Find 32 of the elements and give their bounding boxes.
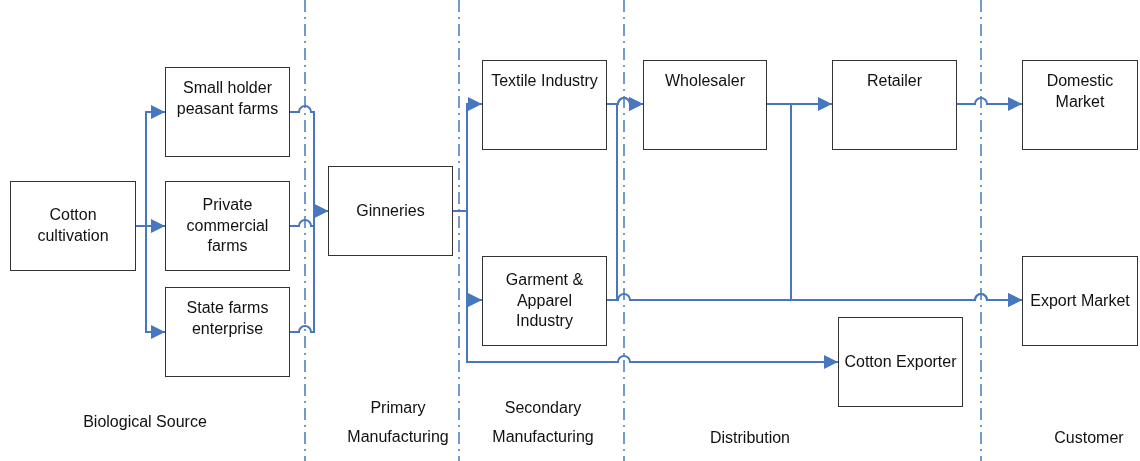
stage-label: Biological Source bbox=[82, 412, 208, 432]
process-box bbox=[165, 287, 290, 377]
box-label: Cotton cultivation bbox=[36, 205, 110, 246]
box-label: State farms enterprise bbox=[185, 298, 270, 339]
box-label: Export Market bbox=[1030, 290, 1130, 311]
box-label: Cotton Exporter bbox=[844, 351, 957, 372]
box-label: Retailer bbox=[866, 71, 923, 91]
process-box bbox=[10, 181, 136, 271]
box-label: Private commercial farms bbox=[185, 194, 270, 257]
process-box bbox=[1022, 60, 1138, 150]
process-box bbox=[482, 256, 607, 346]
box-label: Textile Industry bbox=[491, 71, 598, 91]
box-label: Ginneries bbox=[356, 200, 425, 221]
stage-label: Distribution bbox=[709, 428, 791, 448]
stage-label: Customer bbox=[1053, 428, 1125, 448]
arrow bbox=[135, 225, 166, 339]
process-box bbox=[165, 181, 290, 271]
arrow bbox=[956, 97, 1023, 111]
arrow bbox=[289, 204, 329, 333]
process-box bbox=[832, 60, 957, 150]
box-label: Wholesaler bbox=[665, 71, 745, 91]
process-box bbox=[165, 67, 290, 157]
process-box bbox=[482, 60, 607, 150]
process-box bbox=[1022, 256, 1138, 346]
process-box bbox=[328, 166, 453, 256]
box-label: Garment & Apparel Industry bbox=[504, 269, 585, 332]
box-label: Small holder peasant farms bbox=[175, 78, 280, 119]
process-box bbox=[838, 317, 963, 407]
process-box bbox=[643, 60, 767, 150]
stage-label: Secondary Manufacturing bbox=[491, 398, 595, 447]
stage-label: Primary Manufacturing bbox=[346, 398, 450, 447]
box-label: Domestic Market bbox=[1045, 71, 1115, 112]
